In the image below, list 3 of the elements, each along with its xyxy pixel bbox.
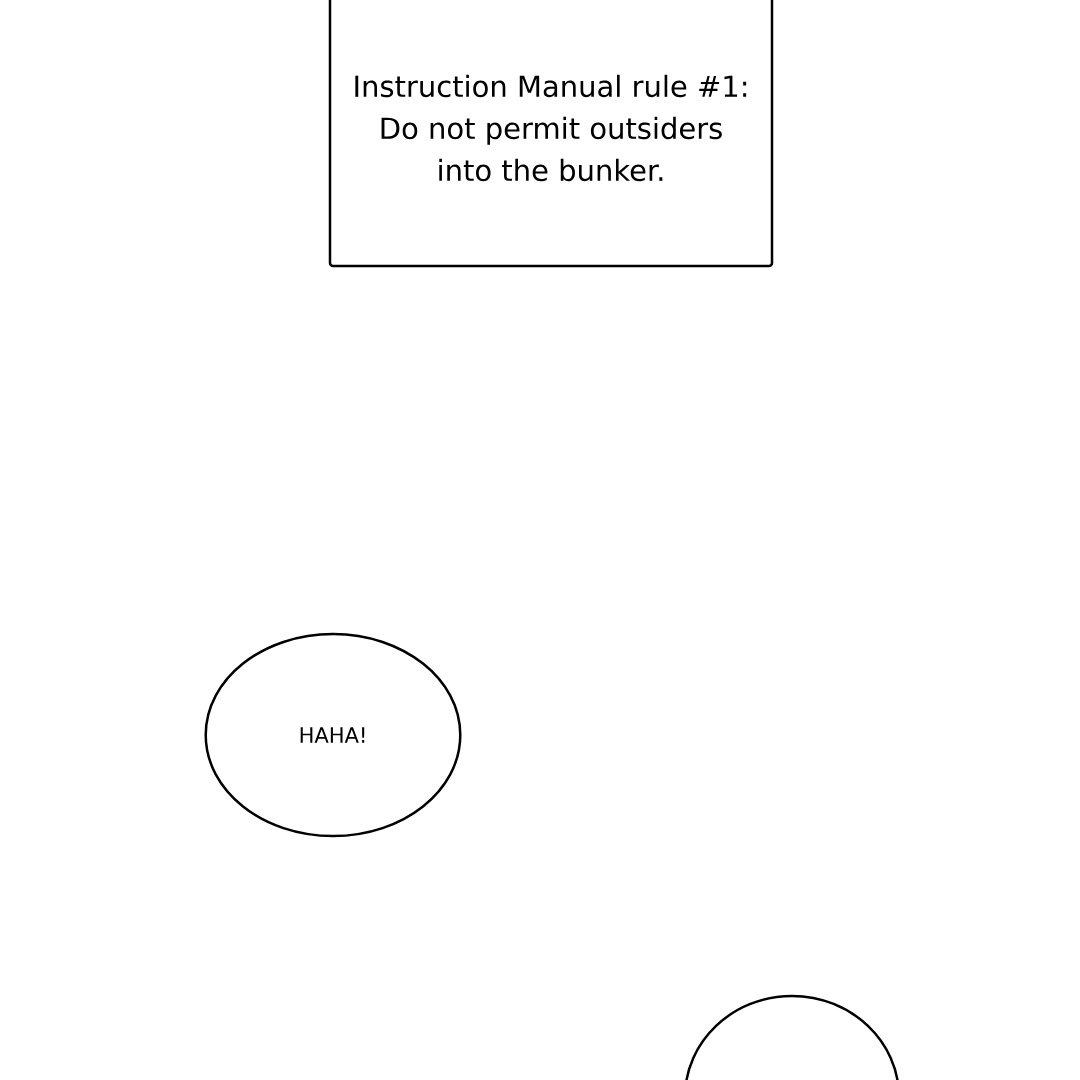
- speech-bubble: HAHA!: [204, 632, 462, 838]
- caption-box: Instruction Manual rule #1: Do not permit outsiders into the bunker.: [328, 0, 774, 268]
- speech-bubble: [683, 994, 901, 1080]
